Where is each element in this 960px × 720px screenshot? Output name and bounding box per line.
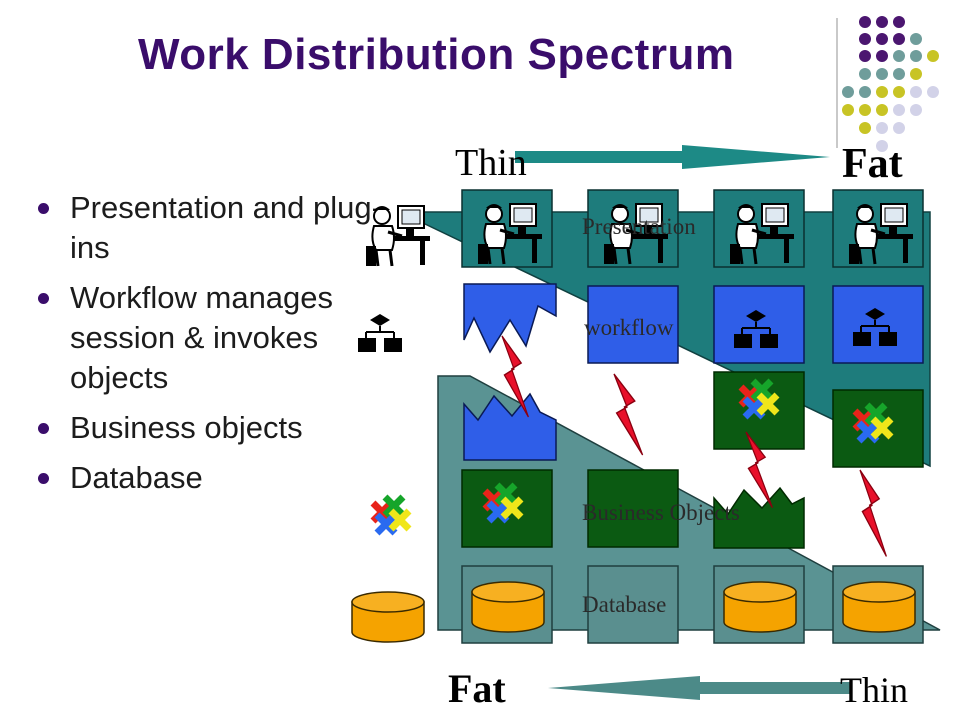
layer-label-database: Database bbox=[582, 592, 666, 617]
bullet-text: Presentation and plug-ins bbox=[70, 190, 382, 265]
presentation-tile bbox=[461, 189, 553, 268]
layer-label-business: Business Objects bbox=[582, 500, 740, 525]
workflow-row bbox=[357, 283, 924, 364]
decorative-dots bbox=[842, 16, 939, 152]
workflow-tile bbox=[587, 285, 679, 364]
layer-label-workflow: workflow bbox=[584, 315, 674, 340]
business-objects-icon bbox=[373, 497, 409, 533]
layer-label-presentation: Presentation bbox=[582, 214, 696, 239]
workflow-tree-icon bbox=[357, 313, 403, 353]
presentation-tile bbox=[832, 189, 924, 268]
workflow-tile-torn bbox=[463, 283, 557, 354]
database-row bbox=[351, 565, 924, 644]
database-icon bbox=[471, 581, 545, 633]
scale-label-top-right: Fat bbox=[842, 141, 903, 187]
bullet-icon bbox=[38, 473, 49, 484]
bullet-item: Database bbox=[36, 458, 416, 498]
scale-label-top-left: Thin bbox=[455, 142, 527, 184]
fat-to-thin-arrow bbox=[548, 676, 850, 700]
presentation-tile bbox=[713, 189, 805, 268]
bullet-text: Workflow manages session & invokes objec… bbox=[70, 280, 334, 395]
bullet-text: Database bbox=[70, 460, 203, 495]
lower-slab bbox=[437, 375, 941, 631]
lightning-icon bbox=[613, 373, 644, 456]
bullet-icon bbox=[38, 293, 49, 304]
workflow-tile bbox=[713, 285, 805, 364]
database-icon bbox=[723, 581, 797, 633]
business-tile bbox=[587, 469, 679, 548]
bullet-item: Workflow manages session & invokes objec… bbox=[36, 278, 416, 398]
business-row bbox=[373, 469, 805, 549]
database-icon bbox=[351, 591, 425, 643]
scale-label-bottom-left: Fat bbox=[448, 666, 506, 711]
bullet-icon bbox=[38, 203, 49, 214]
bullet-list: Presentation and plug-ins Workflow manag… bbox=[36, 188, 416, 508]
page-title: Work Distribution Spectrum bbox=[138, 30, 735, 79]
bullet-item: Presentation and plug-ins bbox=[36, 188, 416, 268]
database-tile bbox=[587, 565, 679, 644]
presentation-row bbox=[364, 189, 924, 268]
database-icon bbox=[842, 581, 916, 633]
bullet-text: Business objects bbox=[70, 410, 303, 445]
bullet-item: Business objects bbox=[36, 408, 416, 448]
workflow-tile bbox=[832, 285, 924, 364]
title-divider bbox=[836, 18, 838, 148]
bullet-icon bbox=[38, 423, 49, 434]
lightning-icon bbox=[859, 469, 888, 558]
thin-to-fat-arrow bbox=[515, 145, 830, 169]
user-icon bbox=[364, 204, 432, 268]
business-tile-torn bbox=[713, 486, 805, 549]
scale-label-bottom-right: Thin bbox=[840, 670, 908, 710]
